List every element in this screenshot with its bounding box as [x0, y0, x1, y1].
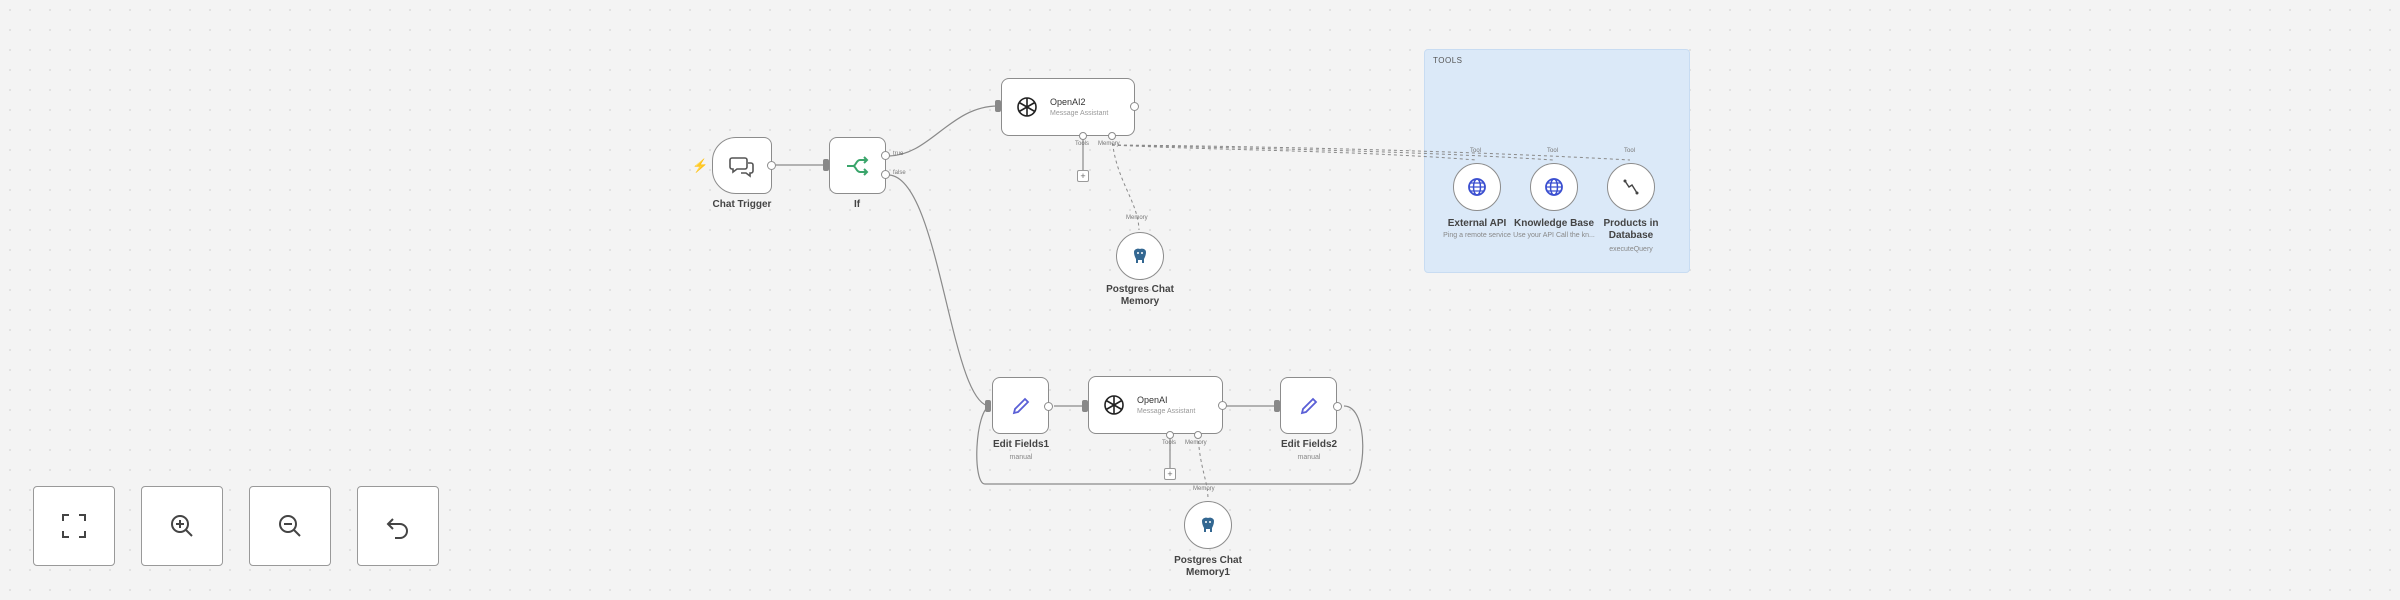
edit-fields1-sublabel: manual [1009, 454, 1033, 461]
openai-tools-port[interactable] [1166, 431, 1174, 439]
postgres-memory1-label-line1: Postgres Chat [1174, 555, 1242, 566]
knowledge-base-node[interactable] [1530, 163, 1578, 211]
pencil-icon [1012, 397, 1029, 414]
knowledge-base-label: Knowledge Base [1513, 218, 1595, 229]
edit-fields1-output-port[interactable] [1044, 402, 1053, 411]
zoom-in-button[interactable] [141, 486, 223, 566]
products-db-label-line2: Database [1608, 230, 1654, 241]
edit-fields2-node[interactable] [1280, 377, 1337, 434]
postgres-memory-node[interactable] [1116, 232, 1164, 280]
if-label: If [853, 199, 861, 210]
openai-output-port[interactable] [1218, 401, 1227, 410]
products-db-sublabel: executeQuery [1609, 246, 1653, 253]
openai-tools-label: Tools [1162, 440, 1177, 446]
external-api-sublabel: Ping a remote service [1443, 232, 1511, 239]
sticky-title: TOOLS [1433, 56, 1463, 65]
if-false-label: false [893, 170, 906, 176]
postgres-elephant-icon [1202, 517, 1214, 532]
if-false-output-port[interactable] [881, 170, 890, 179]
edit-fields1-label: Edit Fields1 [992, 439, 1050, 450]
postgres-memory-label-line1: Postgres Chat [1106, 284, 1174, 295]
zoom-out-icon [279, 515, 301, 537]
products-db-connector-label: Tool [1624, 148, 1636, 154]
openai-memory-port[interactable] [1194, 431, 1202, 439]
if-node[interactable] [829, 137, 886, 194]
openai-add-tool-button[interactable]: + [1164, 468, 1176, 480]
openai-subtitle: Message Assistant [1137, 408, 1196, 415]
openai-input-port[interactable] [1082, 400, 1088, 412]
trigger-bolt-icon: ⚡ [692, 158, 709, 173]
globe-icon [1545, 178, 1563, 196]
chat-icon [729, 156, 754, 178]
openai-node[interactable]: OpenAI Message Assistant [1088, 376, 1223, 434]
openai2-title: OpenAI2 [1050, 97, 1086, 107]
external-api-connector-label: Tool [1470, 148, 1482, 154]
chat-trigger-label: Chat Trigger [712, 199, 772, 210]
postgres-memory-label: Postgres Chat Memory [1106, 284, 1174, 308]
edit-fields1-node[interactable] [992, 377, 1049, 434]
openai2-input-port[interactable] [995, 100, 1001, 112]
openai2-memory-port[interactable] [1108, 132, 1116, 140]
openai2-tools-label: Tools [1075, 141, 1090, 147]
products-db-node[interactable] [1607, 163, 1655, 211]
fit-view-icon [62, 514, 86, 538]
products-db-label-line1: Products in [1603, 218, 1659, 229]
openai2-add-tool-button[interactable]: + [1077, 170, 1089, 182]
postgres-memory-connector-label: Memory [1126, 215, 1148, 221]
pencil-icon [1300, 397, 1317, 414]
openai2-node[interactable]: OpenAI2 Message Assistant [1001, 78, 1135, 136]
postgres-memory-label-line2: Memory [1120, 296, 1160, 307]
postgres-elephant-icon [1134, 248, 1146, 263]
zoom-in-icon [171, 515, 193, 537]
openai2-tools-port[interactable] [1079, 132, 1087, 140]
if-true-label: true [893, 151, 904, 157]
openai2-memory-label: Memory [1098, 141, 1120, 147]
openai-title: OpenAI [1137, 395, 1168, 405]
openai2-output-port[interactable] [1130, 102, 1139, 111]
chat-trigger-output-port[interactable] [767, 161, 776, 170]
edit-fields2-output-port[interactable] [1333, 402, 1342, 411]
knowledge-base-sublabel: Use your API Call the kn... [1513, 232, 1595, 239]
if-input-port[interactable] [823, 159, 829, 171]
if-true-output-port[interactable] [881, 151, 890, 160]
postgres-memory1-connector-label: Memory [1193, 486, 1215, 492]
zoom-out-button[interactable] [249, 486, 331, 566]
knowledge-base-connector-label: Tool [1547, 148, 1559, 154]
tools-sticky-note[interactable]: TOOLS [1424, 49, 1690, 273]
globe-icon [1468, 178, 1486, 196]
openai-logo-icon [1017, 97, 1037, 117]
external-api-node[interactable] [1453, 163, 1501, 211]
if-branch-icon [846, 155, 868, 176]
fit-view-button[interactable] [33, 486, 115, 566]
products-db-label: Products in Database [1603, 218, 1658, 242]
edit-fields2-sublabel: manual [1297, 454, 1321, 461]
chat-trigger-node[interactable] [712, 137, 772, 194]
undo-button[interactable] [357, 486, 439, 566]
openai-logo-icon [1104, 395, 1124, 415]
openai-memory-label: Memory [1185, 440, 1207, 446]
edit-fields2-label: Edit Fields2 [1280, 439, 1338, 450]
openai2-subtitle: Message Assistant [1050, 110, 1109, 117]
postgres-memory1-label-line2: Memory1 [1186, 567, 1230, 578]
postgres-memory1-node[interactable] [1184, 501, 1232, 549]
undo-icon [386, 518, 408, 539]
edit-fields2-input-port[interactable] [1274, 400, 1280, 412]
database-query-icon [1623, 179, 1639, 195]
postgres-memory1-label: Postgres Chat Memory1 [1174, 555, 1242, 579]
edit-fields1-input-port[interactable] [985, 400, 991, 412]
external-api-label: External API [1447, 218, 1507, 229]
